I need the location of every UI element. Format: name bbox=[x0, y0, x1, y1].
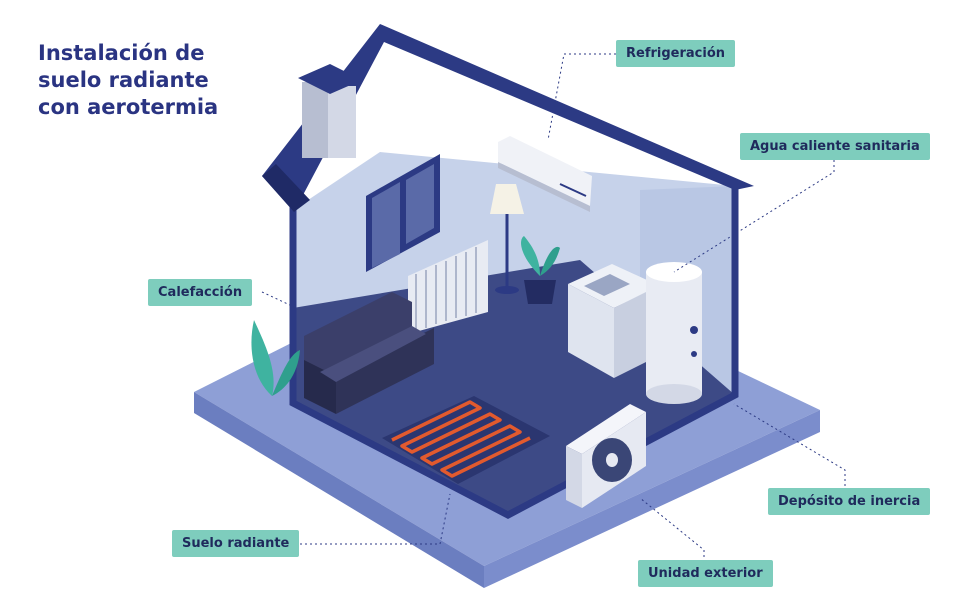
leader-lines bbox=[261, 53, 846, 572]
title-line-2: suelo radiante bbox=[38, 68, 209, 92]
label-deposito-de-inercia: Depósito de inercia bbox=[768, 488, 931, 515]
label-unidad-exterior: Unidad exterior bbox=[638, 560, 773, 587]
chimney bbox=[298, 64, 362, 158]
window bbox=[366, 154, 440, 272]
diagram-title: Instalación de suelo radiante con aerote… bbox=[38, 40, 278, 121]
floor-lamp bbox=[490, 184, 524, 294]
underfloor-heating-mat bbox=[382, 396, 550, 484]
sink-cabinet bbox=[568, 264, 660, 378]
title-line-1: Instalación de bbox=[38, 41, 205, 65]
outdoor-heat-pump-unit bbox=[566, 404, 646, 508]
label-calefaccion: Calefacción bbox=[148, 279, 253, 306]
label-suelo-radiante: Suelo radiante bbox=[172, 530, 300, 557]
outdoor-plant bbox=[251, 320, 300, 396]
radiator bbox=[408, 240, 488, 334]
water-tank bbox=[646, 262, 702, 404]
indoor-plant bbox=[521, 236, 560, 304]
label-agua-caliente-sanitaria: Agua caliente sanitaria bbox=[740, 133, 930, 160]
air-conditioner bbox=[498, 136, 592, 212]
sofa bbox=[304, 292, 434, 414]
roof bbox=[262, 24, 754, 212]
title-line-3: con aerotermia bbox=[38, 95, 219, 119]
label-refrigeracion: Refrigeración bbox=[616, 40, 736, 67]
house-wall-outline bbox=[289, 186, 739, 519]
